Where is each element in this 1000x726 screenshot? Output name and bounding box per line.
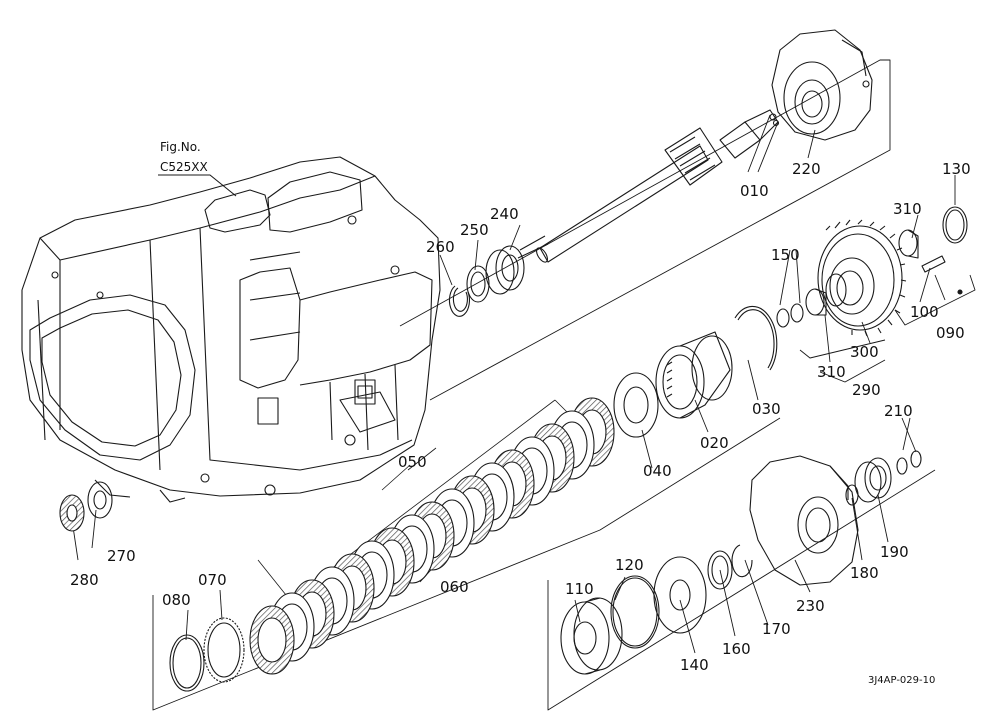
fig-no-value: C525XX — [160, 160, 208, 174]
transmission-case — [21, 156, 441, 503]
part-120-o-ring — [610, 575, 660, 649]
part-label-280: 280 — [70, 571, 99, 589]
part-240-bearing — [485, 245, 525, 295]
part-label-030: 030 — [752, 400, 781, 418]
part-310-bushing-top — [898, 229, 919, 259]
part-label-310-top: 310 — [893, 200, 922, 218]
part-label-170: 170 — [762, 620, 791, 638]
part-100-pin — [921, 255, 963, 295]
part-label-090: 090 — [936, 324, 965, 342]
part-220-drum — [771, 29, 873, 141]
part-110-seal — [560, 597, 623, 675]
part-label-190: 190 — [880, 543, 909, 561]
clutch-plate — [249, 605, 295, 675]
part-140-plate — [653, 556, 707, 634]
part-label-070: 070 — [198, 571, 227, 589]
part-label-270: 270 — [107, 547, 136, 565]
part-label-080: 080 — [162, 591, 191, 609]
part-260-snap-ring — [448, 285, 470, 317]
part-160-ring — [707, 550, 733, 590]
part-label-260: 260 — [426, 238, 455, 256]
part-310-bushing-bottom — [805, 288, 827, 316]
part-label-140: 140 — [680, 656, 709, 674]
part-label-100: 100 — [910, 303, 939, 321]
leader-lines — [71, 114, 956, 654]
part-130-o-ring — [942, 206, 968, 244]
part-label-300: 300 — [850, 343, 879, 361]
part-230-piston — [749, 455, 859, 586]
part-080-ring — [169, 634, 205, 692]
part-label-290: 290 — [852, 381, 881, 399]
part-270-seal — [87, 481, 113, 519]
part-250-ring — [466, 265, 490, 303]
part-040-plate — [613, 372, 659, 438]
part-label-310-bottom: 310 — [817, 363, 846, 381]
group-outline-lines — [152, 59, 976, 711]
part-170-snap-ring — [731, 544, 753, 578]
part-150-rings — [776, 303, 804, 328]
part-020-hub — [655, 331, 733, 419]
part-label-220: 220 — [792, 160, 821, 178]
part-190-bearing — [854, 457, 892, 503]
input-shaft — [517, 109, 780, 263]
part-label-160: 160 — [722, 640, 751, 658]
part-label-010: 010 — [740, 182, 769, 200]
part-label-250: 250 — [460, 221, 489, 239]
fig-no-label: Fig.No. — [160, 140, 201, 154]
part-070-plate — [203, 617, 245, 683]
part-label-020: 020 — [700, 434, 729, 452]
part-210-rings — [896, 450, 922, 475]
part-label-230: 230 — [796, 597, 825, 615]
part-label-110: 110 — [565, 580, 594, 598]
drawing-code: 3J4AP-029-10 — [868, 675, 935, 686]
fig-no-leader — [158, 174, 237, 197]
part-label-130: 130 — [942, 160, 971, 178]
part-280-seal — [59, 494, 85, 532]
part-label-120: 120 — [615, 556, 644, 574]
part-label-040: 040 — [643, 462, 672, 480]
part-label-060: 060 — [440, 578, 469, 596]
part-label-180: 180 — [850, 564, 879, 582]
part-180-ring — [845, 484, 859, 506]
clutch-plate-stack — [249, 397, 615, 675]
part-300-gear — [817, 219, 907, 337]
part-label-050: 050 — [398, 453, 427, 471]
part-030-snap-ring — [734, 305, 778, 371]
part-label-150: 150 — [771, 246, 800, 264]
part-label-240: 240 — [490, 205, 519, 223]
part-label-210: 210 — [884, 402, 913, 420]
